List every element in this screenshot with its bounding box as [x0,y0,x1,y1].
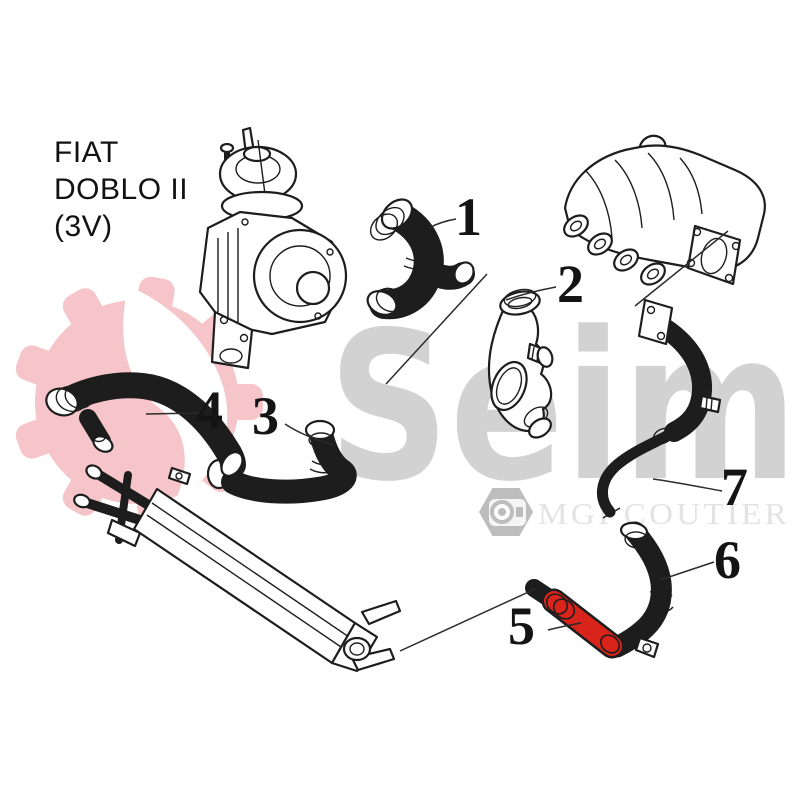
connector-line-1 [385,273,488,385]
hose-1-drawing [366,198,475,320]
part-label-4: 4 [196,380,223,440]
connector-line-5 [399,588,536,652]
leader-6 [659,561,715,581]
vehicle-title-line3: (3V) [54,210,113,243]
part-label-5: 5 [508,596,535,656]
part-label-1: 1 [455,187,482,247]
vehicle-title: FIAT DOBLO II (3V) [54,134,188,245]
leader-2 [505,286,557,301]
leader-4 [145,412,201,415]
hose-4-drawing [45,372,246,486]
mgi-coutier-logo: MGI COUTIER [479,488,790,536]
hose-6-drawing [606,521,674,659]
vehicle-title-line2: DOBLO II [54,173,189,206]
part-label-2: 2 [557,254,584,314]
leader-lines [145,218,729,652]
mgi-coutier-text: MGI COUTIER [538,496,790,531]
leader-3 [284,423,334,446]
intercooler-drawing [73,458,402,673]
connector-line-7 [634,230,729,307]
duct-2-drawing [487,288,554,439]
turbocharger-drawing [198,126,348,370]
part-label-6: 6 [714,530,741,590]
hose-5-red-drawing [525,579,625,659]
part-label-7: 7 [721,457,748,517]
pipe-7-drawing [597,298,722,519]
part-label-3: 3 [252,386,279,446]
intake-manifold-drawing [563,134,766,286]
hose-3-drawing [221,419,357,504]
leader-5 [547,622,582,631]
leader-1 [428,218,457,229]
vehicle-title-line1: FIAT [54,136,119,169]
leader-7 [652,478,723,492]
